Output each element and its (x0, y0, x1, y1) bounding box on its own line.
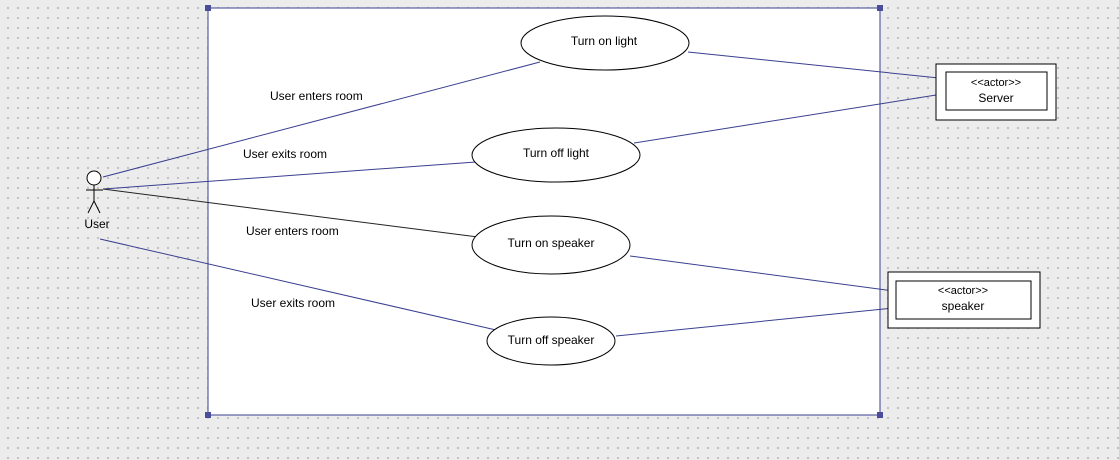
use-case-turn-on-speaker[interactable]: Turn on speaker (471, 215, 631, 275)
use-case-turn-on-light[interactable]: Turn on light (520, 15, 690, 71)
stick-figure-leg (87, 200, 95, 214)
use-case-label: Turn on light (571, 34, 638, 48)
actor-stereotype: <<actor>> (938, 285, 988, 297)
association-label: User enters room (246, 224, 339, 238)
stick-figure-head (86, 170, 102, 186)
association-turn-off-speaker-speaker[interactable] (615, 305, 915, 337)
association-label: User enters room (270, 89, 363, 103)
use-case-label: Turn off light (523, 146, 590, 160)
actor-server[interactable]: <<actor>> Server (935, 63, 1057, 121)
use-case-label: Turn off speaker (508, 333, 595, 347)
association-turn-on-light-server[interactable] (687, 51, 969, 82)
actor-speaker-label: speaker (942, 299, 985, 313)
association-user-turn-on-light[interactable] (102, 61, 541, 178)
use-case-turn-off-speaker[interactable]: Turn off speaker (486, 316, 616, 366)
resize-handle[interactable] (205, 5, 211, 11)
use-case-label: Turn on speaker (508, 236, 595, 250)
use-case-turn-off-light[interactable]: Turn off light (471, 127, 641, 183)
actor-user[interactable]: User (84, 170, 110, 231)
association-label: User exits room (243, 147, 327, 161)
association-user-turn-on-speaker[interactable] (102, 188, 479, 238)
actor-user-label: User (84, 217, 109, 231)
resize-handle[interactable] (205, 412, 211, 418)
actor-speaker[interactable]: <<actor>> speaker (887, 271, 1041, 329)
actor-server-label: Server (978, 91, 1013, 105)
stick-figure-leg (93, 200, 101, 214)
association-user-turn-off-speaker[interactable] (99, 238, 497, 331)
association-label: User exits room (251, 296, 335, 310)
association-turn-off-light-server[interactable] (633, 91, 956, 144)
actor-stereotype: <<actor>> (971, 77, 1021, 89)
association-turn-on-speaker-speaker[interactable] (629, 255, 917, 295)
association-user-turn-off-light[interactable] (102, 161, 477, 190)
resize-handle[interactable] (877, 5, 883, 11)
resize-handle[interactable] (877, 412, 883, 418)
